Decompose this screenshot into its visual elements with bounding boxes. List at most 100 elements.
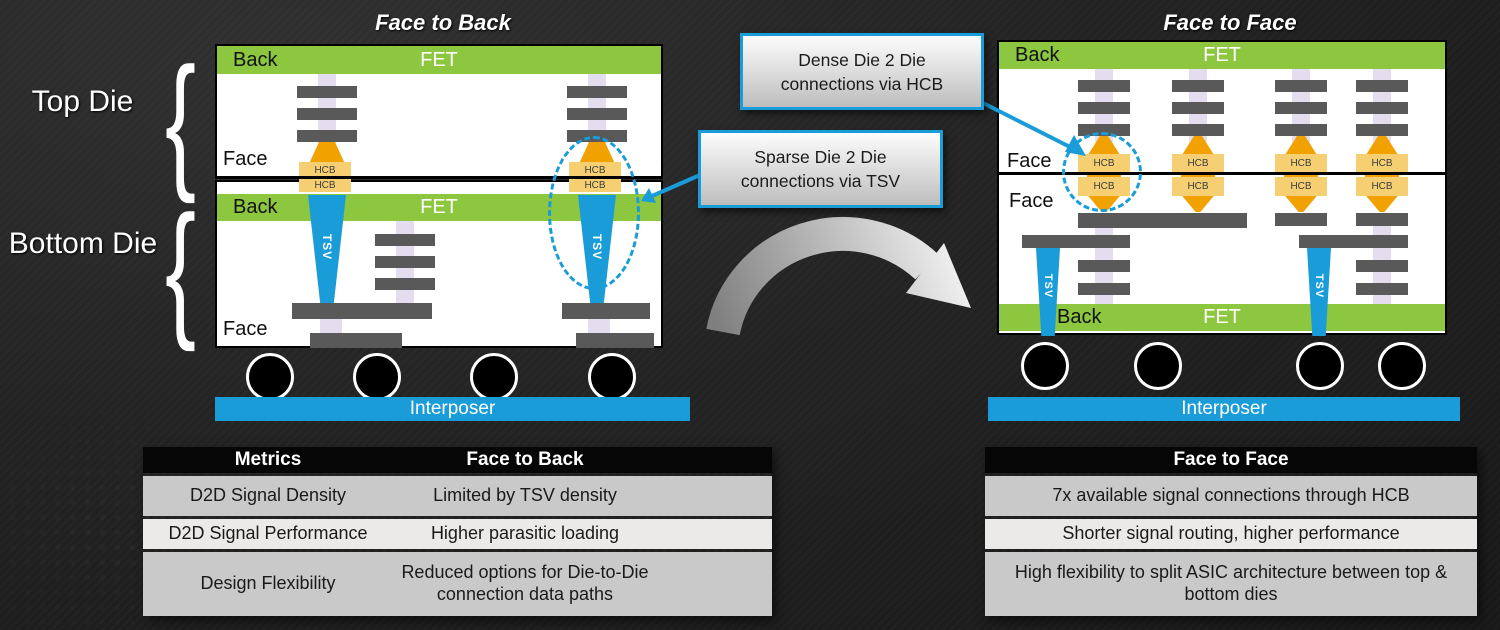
hcb-block: HCB <box>1356 177 1408 196</box>
sparse-callout-box: Sparse Die 2 Die connections via TSV <box>698 130 943 208</box>
table-row: D2D Signal Performance Higher parasitic … <box>143 519 772 549</box>
hcb-block: HCB <box>1275 177 1327 196</box>
bump <box>246 353 294 401</box>
metal-bar <box>1356 213 1408 226</box>
f2b-top-fet-layer: Back FET <box>217 46 661 74</box>
metal-bar <box>1275 124 1327 136</box>
metal-bar <box>375 256 435 268</box>
metal-bar <box>1078 102 1130 114</box>
back-label: Back <box>1057 306 1102 328</box>
table-row: Design Flexibility Reduced options for D… <box>143 552 772 616</box>
bump <box>353 353 401 401</box>
f2f-top-fet-layer: Back FET <box>999 42 1445 69</box>
fet-label: FET <box>1203 306 1241 328</box>
value-cell: 7x available signal connections through … <box>1052 485 1410 506</box>
metal-bar <box>1356 80 1408 92</box>
sparse-callout-line1: Sparse Die 2 Die <box>754 147 887 167</box>
face-to-back-table: Metrics Face to Back D2D Signal Density … <box>143 447 772 616</box>
metal-bar <box>562 303 650 319</box>
bottom-die-label: Bottom Die <box>8 227 158 260</box>
hcb-label: HCB <box>1187 181 1209 192</box>
hcb-block: HCB <box>1275 154 1327 173</box>
interposer-label: Interposer <box>409 398 496 419</box>
bump <box>588 353 636 401</box>
metal-bar <box>1356 102 1408 114</box>
tsv-label: TSV <box>320 233 334 261</box>
metal-bar <box>297 108 357 120</box>
value-cell: High flexibility to split ASIC architect… <box>1014 562 1448 604</box>
dense-callout-line2: connections via HCB <box>780 73 944 94</box>
metal-bar <box>1356 283 1408 295</box>
hcb-label: HCB <box>1290 158 1312 169</box>
dense-callout-line1: Dense Die 2 Die <box>798 49 926 70</box>
table-header-row: Face to Face <box>985 447 1477 473</box>
interposer-bar: Interposer <box>215 397 690 421</box>
f2f-bottom-fet-layer: Back FET <box>999 304 1445 331</box>
bump <box>470 353 518 401</box>
metal-bar <box>1022 235 1130 248</box>
hcb-label: HCB <box>314 165 336 176</box>
left-diagram-title: Face to Back <box>375 10 511 35</box>
header-cell-face-to-back: Face to Back <box>466 449 584 471</box>
value-cell: Higher parasitic loading <box>430 523 620 544</box>
table-row: Shorter signal routing, higher performan… <box>985 519 1477 549</box>
right-diagram-title: Face to Face <box>1163 10 1297 35</box>
back-label: Back <box>233 49 278 71</box>
face-label: Face <box>223 318 268 340</box>
metal-bar <box>1299 235 1408 248</box>
header-cell-face-to-face: Face to Face <box>1173 449 1289 471</box>
metal-bar <box>1356 124 1408 136</box>
hcb-block: HCB <box>1356 154 1408 173</box>
fet-label: FET <box>420 49 458 71</box>
f2b-face-line <box>215 176 663 179</box>
tsv-highlight-ellipse <box>548 136 640 290</box>
table-row: High flexibility to split ASIC architect… <box>985 552 1477 616</box>
dense-callout-box: Dense Die 2 Die connections via HCB <box>740 33 984 110</box>
top-die-label: Top Die <box>31 85 134 118</box>
metal-bar <box>1078 260 1130 272</box>
hcb-label: HCB <box>1290 181 1312 192</box>
metric-cell: Design Flexibility <box>200 573 336 594</box>
fet-label: FET <box>1203 44 1241 66</box>
metal-bar <box>1172 124 1224 136</box>
table-header-row: Metrics Face to Back <box>143 447 772 473</box>
metal-bar <box>1078 213 1247 228</box>
hcb-label: HCB <box>1187 158 1209 169</box>
tsv-label: TSV <box>1042 273 1054 299</box>
table-row: D2D Signal Density Limited by TSV densit… <box>143 476 772 516</box>
back-label: Back <box>1015 44 1060 66</box>
metal-bar <box>1172 80 1224 92</box>
metal-bar <box>375 234 435 246</box>
bump <box>1021 342 1069 390</box>
tsv-label: TSV <box>1313 273 1325 299</box>
top-die-brace-icon: { <box>165 36 197 204</box>
metal-bar <box>567 86 627 98</box>
metal-bar <box>1275 80 1327 92</box>
hcb-block: HCB <box>1172 177 1224 196</box>
metal-bar <box>375 278 435 290</box>
face-label: Face <box>1007 150 1052 172</box>
hcb-label: HCB <box>314 180 336 191</box>
table-row: 7x available signal connections through … <box>985 476 1477 516</box>
via <box>588 319 610 333</box>
metal-bar <box>292 303 432 319</box>
header-cell-metrics: Metrics <box>234 449 302 471</box>
interposer-bar: Interposer <box>988 397 1460 421</box>
value-cell: Limited by TSV density <box>433 485 617 506</box>
back-label: Back <box>233 196 278 218</box>
metal-bar <box>297 130 357 142</box>
face-label: Face <box>1009 190 1054 212</box>
value-cell: Reduced options for Die-to-Die connectio… <box>401 562 649 604</box>
bump <box>1296 342 1344 390</box>
rotate-arrow <box>706 216 971 336</box>
face-to-face-table: Face to Face 7x available signal connect… <box>985 447 1477 616</box>
interposer-label: Interposer <box>1181 398 1267 419</box>
metal-bar <box>1078 283 1130 295</box>
hcb-block: HCB <box>1172 154 1224 173</box>
metal-bar <box>1078 80 1130 92</box>
face-label: Face <box>223 148 268 170</box>
metal-bar <box>1275 102 1327 114</box>
fet-label: FET <box>420 196 458 218</box>
f2f-die-stack-box: Back FET Face Face HCB HCB HCB HCB HCB H… <box>997 40 1447 336</box>
